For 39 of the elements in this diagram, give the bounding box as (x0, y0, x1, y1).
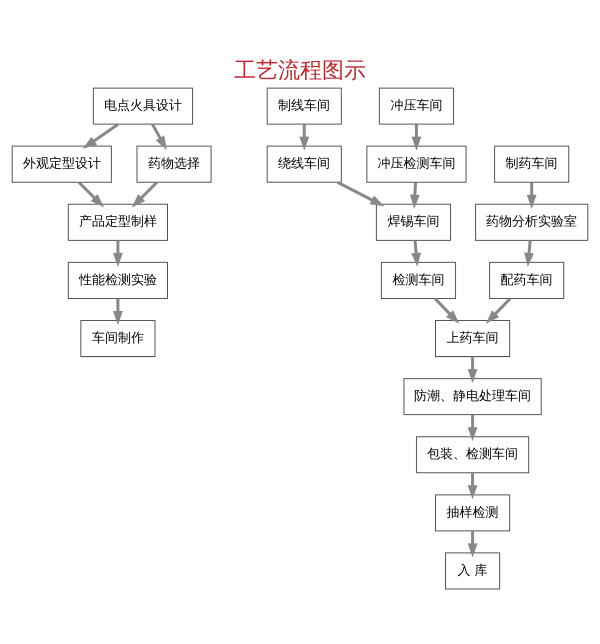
node-box: 上药车间 (435, 320, 510, 357)
node-box: 冲压检测车间 (366, 145, 467, 182)
arrow (468, 356, 478, 383)
node-box: 药物选择 (136, 145, 212, 182)
arrow (151, 123, 167, 150)
arrow (468, 530, 478, 557)
arrow (113, 298, 123, 325)
node-box: 车间制作 (80, 320, 156, 357)
node-box: 产品定型制样 (68, 203, 168, 240)
arrow (412, 124, 422, 150)
node-box: 包装、检测车间 (416, 436, 530, 473)
node-box: 冲压车间 (378, 87, 454, 124)
node-box: 性能检测实验 (68, 261, 168, 298)
node-box: 制药车间 (494, 145, 570, 182)
node-box: 抽样检测 (435, 494, 510, 531)
arrow (468, 472, 478, 499)
arrow (113, 240, 123, 266)
diagram-title: 工艺流程图示 (234, 58, 366, 84)
arrow (434, 297, 460, 324)
arrow (411, 240, 421, 266)
arrow (299, 124, 310, 150)
node-box: 电点火具设计 (92, 87, 194, 124)
node-box: 外观定型设计 (12, 145, 112, 182)
node-box: 制线车间 (266, 87, 342, 124)
node-box: 检测车间 (380, 261, 456, 298)
node-box: 药物分析实验室 (475, 203, 588, 240)
node-box: 绕线车间 (266, 145, 342, 182)
arrow (78, 180, 104, 207)
node-box: 防潮、静电处理车间 (403, 378, 542, 415)
arrow (336, 180, 384, 206)
arrow (410, 182, 420, 208)
node-box: 焊锡车间 (376, 203, 452, 240)
arrow (526, 182, 537, 208)
arrow (486, 297, 512, 324)
node-box: 入 库 (445, 552, 500, 589)
arrow (132, 180, 158, 207)
arrow (468, 414, 478, 441)
arrow (524, 240, 534, 266)
node-box: 配药车间 (489, 261, 564, 298)
